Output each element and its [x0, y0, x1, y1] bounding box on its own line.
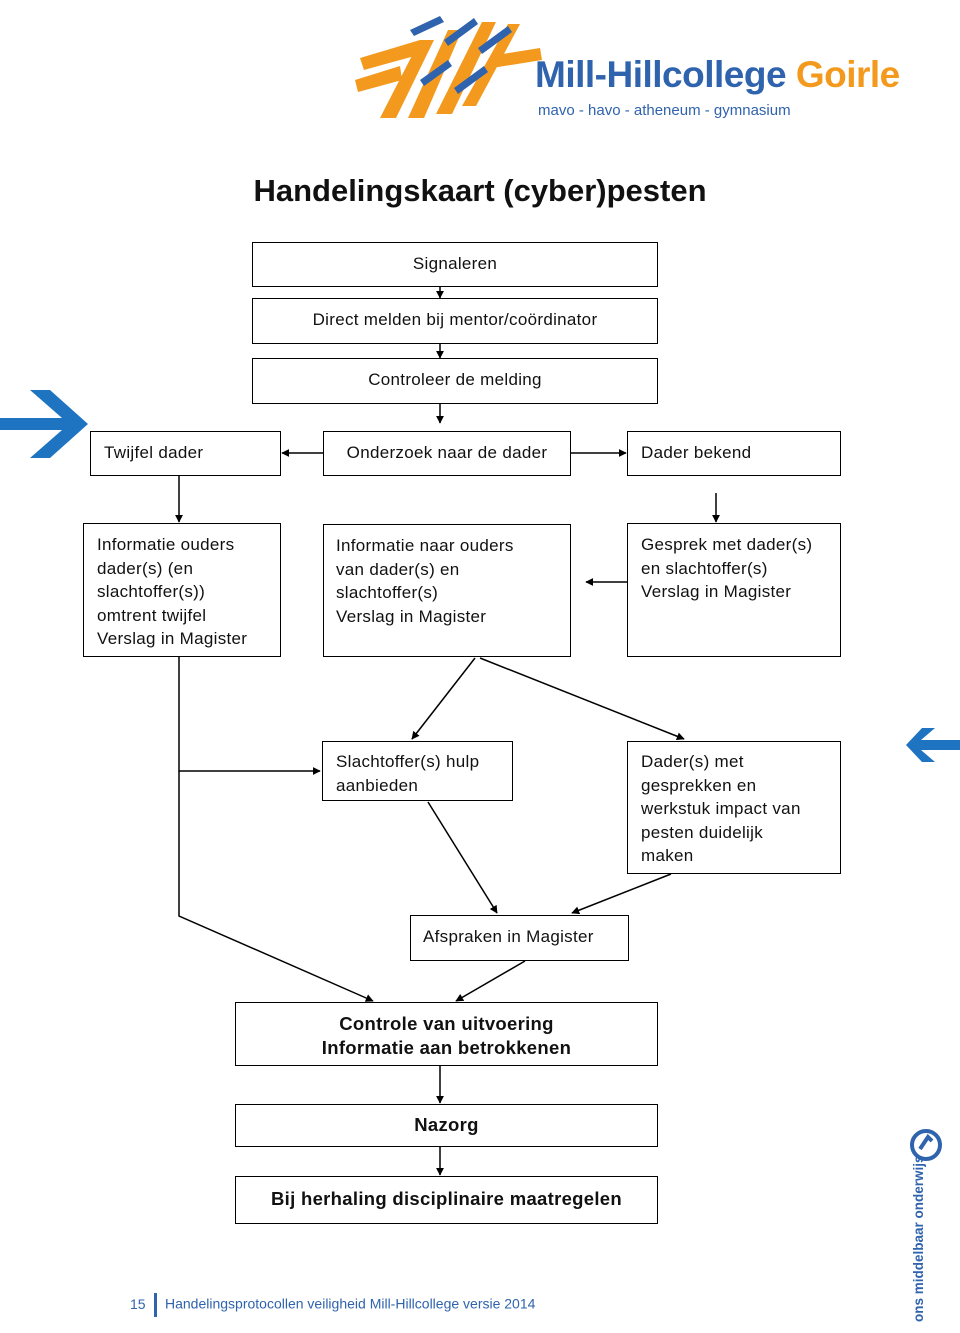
- arrow-afspraken-controle: [455, 960, 526, 1002]
- step-herhaling: Bij herhaling disciplinaire maatregelen: [235, 1176, 658, 1224]
- step-dader-gesprekken: Dader(s) met gesprekken en werkstuk impa…: [627, 741, 841, 874]
- step-signaleren: Signaleren: [252, 242, 658, 287]
- arrow-info-slachtoffer: [411, 657, 476, 740]
- left-arrow-icon: [906, 728, 960, 762]
- footer-divider: [154, 1293, 157, 1317]
- arrow-dader-afspraken: [571, 873, 672, 915]
- page-number: 15: [130, 1295, 146, 1312]
- footer-text: Handelingsprotocollen veiligheid Mill-Hi…: [165, 1295, 536, 1312]
- step-info-ouders-twijfel: Informatie ouders dader(s) (en slachtoff…: [83, 523, 281, 657]
- logo-subtitle: mavo - havo - atheneum - gymnasium: [538, 102, 791, 119]
- arrow-twijfel-controle: [178, 771, 374, 1002]
- step-controle: Controle van uitvoering Informatie aan b…: [235, 1002, 658, 1066]
- logo-name-part1: Mill-Hillcollege: [535, 54, 787, 95]
- logo-mark-icon: [355, 16, 542, 118]
- logo-name-part2: Goirle: [795, 54, 900, 95]
- arrow-twijfel-slachtoffer: [178, 656, 321, 775]
- right-arrow-icon: [0, 390, 88, 458]
- step-dader-bekend: Dader bekend: [627, 431, 841, 476]
- page-title: Handelingskaart (cyber)pesten: [253, 173, 707, 208]
- step-slachtoffer-hulp: Slachtoffer(s) hulp aanbieden: [322, 741, 513, 801]
- side-brand-text: ons middelbaar onderwijs: [911, 1155, 926, 1322]
- brand-swirl-icon: [910, 1129, 942, 1161]
- step-direct-melden: Direct melden bij mentor/coördinator: [252, 298, 658, 344]
- step-controleer: Controleer de melding: [252, 358, 658, 404]
- school-logo: Mill-Hillcollege Goirle mavo - havo - at…: [350, 10, 940, 130]
- page-footer: 15 Handelingsprotocollen veiligheid Mill-…: [130, 1293, 535, 1317]
- arrow-info-dader: [479, 657, 685, 741]
- logo-name: Mill-Hillcollege Goirle: [535, 54, 900, 96]
- step-twijfel-dader: Twijfel dader: [90, 431, 281, 476]
- step-nazorg: Nazorg: [235, 1104, 658, 1147]
- step-gesprek: Gesprek met dader(s) en slachtoffer(s) V…: [627, 523, 841, 657]
- step-onderzoek: Onderzoek naar de dader: [323, 431, 571, 476]
- step-info-naar-ouders: Informatie naar ouders van dader(s) en s…: [323, 524, 571, 657]
- arrow-slachtoffer-afspraken: [427, 801, 498, 914]
- step-afspraken: Afspraken in Magister: [410, 915, 629, 961]
